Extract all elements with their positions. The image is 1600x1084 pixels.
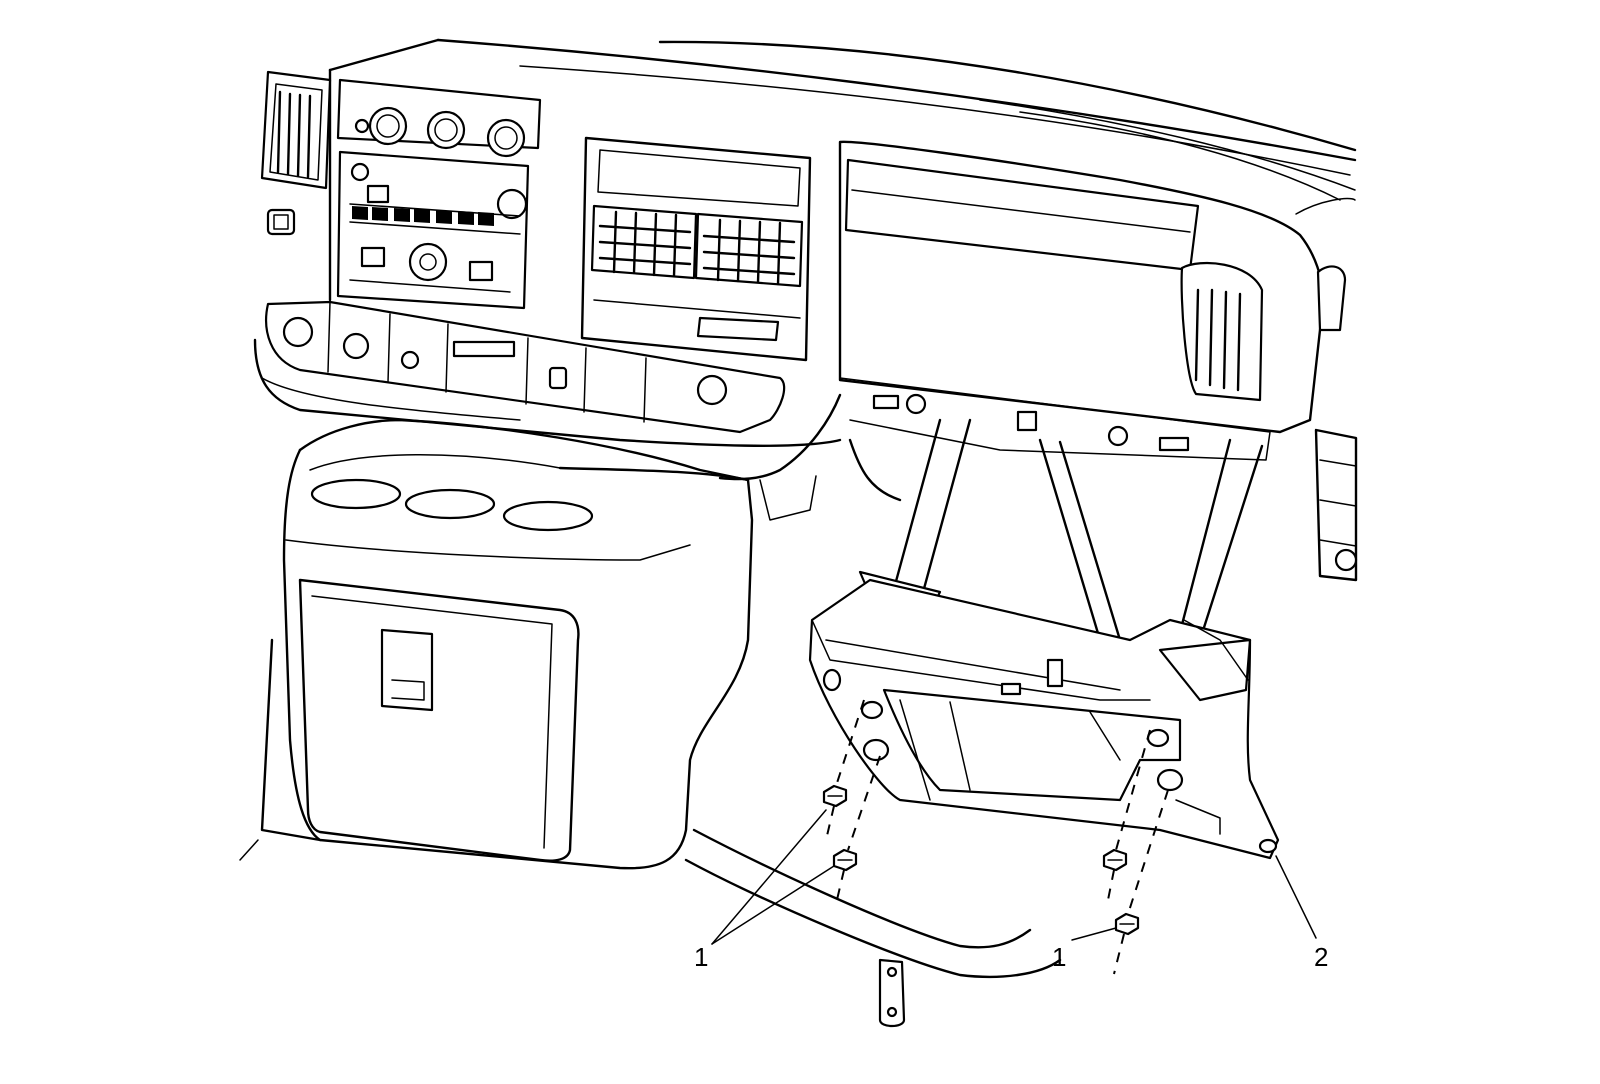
switch-slot bbox=[452, 340, 516, 358]
fastener-path bbox=[825, 805, 835, 841]
right-side-bracket bbox=[1314, 428, 1358, 582]
leader-line bbox=[1275, 855, 1317, 939]
center-air-vents bbox=[580, 136, 812, 362]
leader-lines bbox=[711, 809, 1317, 945]
knob-left bbox=[368, 106, 408, 146]
fastener-path bbox=[1107, 869, 1115, 901]
wiring-harness bbox=[718, 393, 902, 521]
glove-box-area bbox=[838, 140, 1356, 461]
side-vent bbox=[1316, 265, 1347, 332]
callout-1-right: 1 bbox=[1052, 942, 1066, 972]
radio-eject-button bbox=[366, 184, 390, 204]
floor-brace bbox=[684, 828, 1062, 1028]
fastener-nut bbox=[822, 784, 848, 808]
lower-trim-panel bbox=[808, 570, 1280, 860]
seat-heater-left-icon bbox=[282, 316, 314, 348]
switch-round bbox=[342, 332, 370, 360]
floor-bracket bbox=[878, 958, 906, 1028]
left-air-vent bbox=[260, 70, 332, 236]
fastener-path bbox=[835, 699, 865, 787]
floor-console bbox=[239, 418, 754, 870]
radio-tuning-knob bbox=[496, 188, 528, 220]
fastener-path bbox=[1127, 789, 1169, 915]
console-latch bbox=[380, 628, 434, 712]
leader-line bbox=[711, 865, 835, 945]
fastener-nut bbox=[832, 848, 858, 872]
fasteners bbox=[822, 699, 1169, 975]
power-outlet bbox=[548, 366, 568, 390]
glove-box-door bbox=[844, 158, 1200, 272]
callout-1-left: 1 bbox=[694, 942, 708, 972]
switch-knob-small bbox=[400, 350, 420, 370]
hazard-switch bbox=[266, 208, 296, 236]
fastener-nut bbox=[1114, 912, 1140, 936]
cup-holder-2 bbox=[404, 488, 496, 520]
callout-2: 2 bbox=[1314, 942, 1328, 972]
fastener-nut bbox=[1102, 848, 1128, 872]
switch-bank bbox=[265, 300, 786, 434]
right-air-vent bbox=[1180, 262, 1264, 402]
radio-volume-knob bbox=[408, 242, 448, 282]
knob-center bbox=[426, 110, 466, 150]
fastener-path bbox=[847, 755, 881, 851]
fastener-path bbox=[1115, 729, 1151, 851]
console-storage-door bbox=[298, 578, 580, 862]
cup-holder-3 bbox=[502, 500, 594, 532]
leader-line bbox=[1071, 927, 1117, 941]
seat-heater-right-icon bbox=[696, 374, 728, 406]
cup-holder-1 bbox=[310, 478, 402, 510]
climate-control-panel bbox=[336, 78, 542, 158]
knob-right bbox=[486, 118, 526, 158]
leader-line bbox=[711, 809, 827, 945]
dash-top-outline bbox=[253, 38, 1357, 447]
fastener-path bbox=[1113, 933, 1125, 975]
radio-unit bbox=[336, 150, 530, 310]
fastener-path bbox=[835, 869, 845, 905]
